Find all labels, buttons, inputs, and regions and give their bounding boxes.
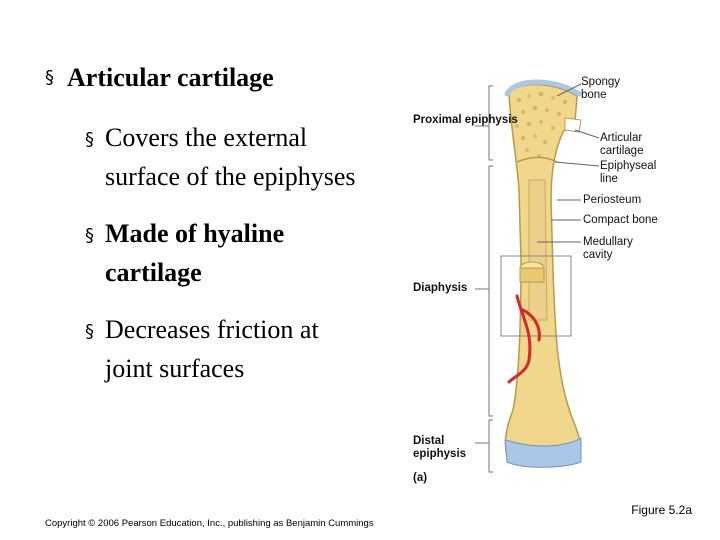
bullet-marker: § [45,67,54,88]
sub-bullet-covers: § Covers the external surface of the epi… [85,118,375,196]
copyright-text: Copyright © 2006 Pearson Education, Inc.… [45,518,374,529]
articular-cartilage-bottom [504,437,582,468]
proximal-epiphysis-label: Proximal epiphysis [413,114,518,126]
sub-bullet-text: Decreases friction at joint surfaces [105,315,319,383]
sub-bullet-text: Covers the external surface of the epiph… [105,123,356,191]
bullet-marker: § [85,129,94,150]
bullet-main-text: Articular cartilage [67,63,274,92]
periosteum-label: Periosteum [583,194,642,206]
medullary-cavity-label: Medullary cavity [583,236,633,261]
spongy-bone-texture [515,91,568,158]
sub-bullet-text: Made of hyaline cartilage [105,219,285,287]
compact-bone-label: Compact bone [583,214,658,226]
epiphyseal-line-label: Epiphyseal line [600,160,657,185]
bullet-list: § Articular cartilage § Covers the exter… [45,60,385,388]
bone-figure: Proximal epiphysis Diaphysis Distal epip… [405,70,715,490]
spongy-bone-label: Spongy bone [581,76,621,101]
long-bone-illustration [475,79,600,473]
bullet-marker: § [85,321,94,342]
articular-cartilage-top [504,79,582,97]
articular-cartilage-label: Articular cartilage [600,132,644,157]
figure-reference: Figure 5.2a [631,503,692,517]
leader-lines [537,83,600,243]
distal-epiphysis-label: Distal epiphysis [413,435,467,460]
bracket-lines [475,85,493,473]
bullet-articular-cartilage: § Articular cartilage [45,60,385,96]
sub-bullet-hyaline: § Made of hyaline cartilage [85,214,355,292]
medullary-cavity [528,179,548,321]
bullet-marker: § [85,225,94,246]
diaphysis-label: Diaphysis [413,282,468,294]
blood-vessel [507,294,541,384]
epiphyseal-line [516,156,558,163]
panel-label: (a) [413,472,428,484]
inset-box [500,255,572,337]
sub-bullet-friction: § Decreases friction at joint surfaces [85,310,355,388]
